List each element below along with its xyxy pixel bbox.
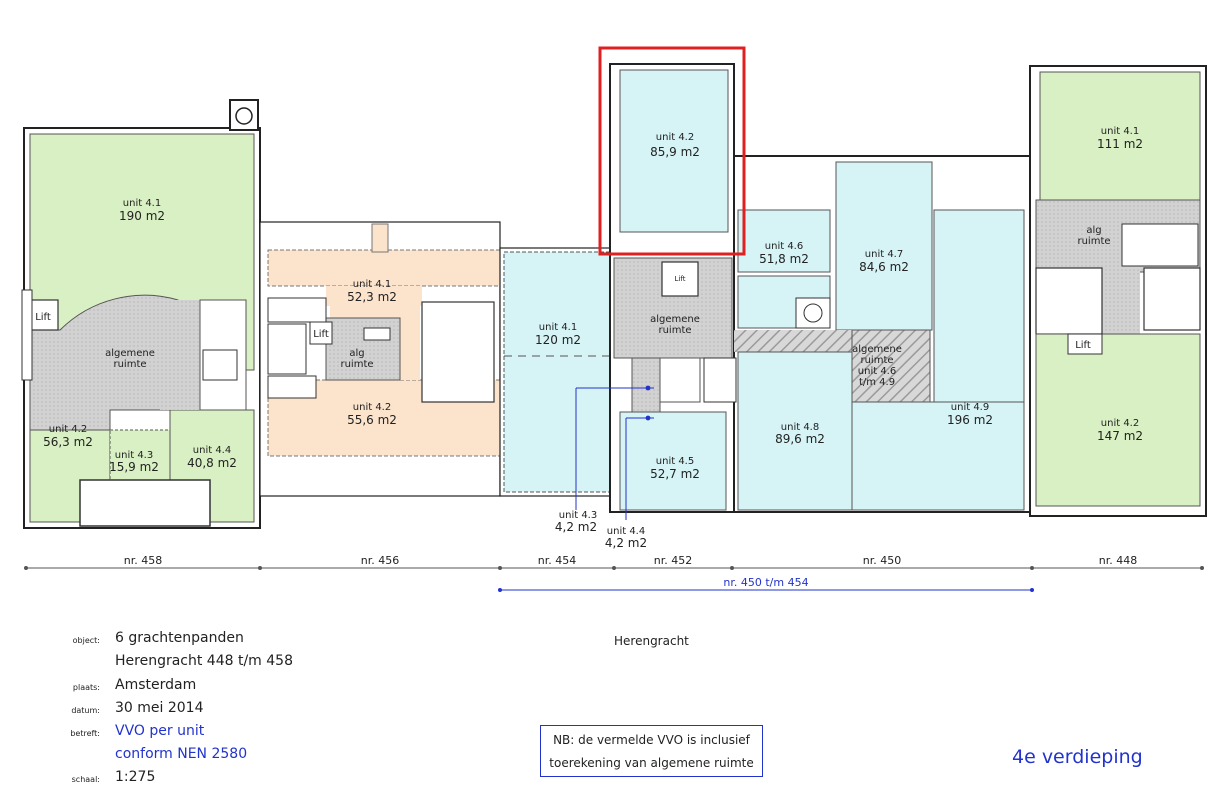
common-label-450-1: algemene — [852, 344, 902, 355]
unit-label-458-4: unit 4.4 — [193, 445, 231, 456]
datum-value: 30 mei 2014 — [115, 700, 204, 716]
datum-label: datum: — [71, 706, 100, 715]
note-line-2: toerekening van algemene ruimte — [549, 756, 754, 770]
unit-area-450-9: 196 m2 — [947, 413, 993, 427]
floor-label: 4e verdieping — [1012, 746, 1143, 768]
unit-area-458-2: 56,3 m2 — [43, 435, 93, 449]
unit-label-450-9: unit 4.9 — [951, 402, 989, 413]
object-line2: Herengracht 448 t/m 458 — [115, 653, 293, 669]
common-label-452: algemene — [650, 314, 700, 325]
schaal-label: schaal: — [71, 775, 100, 784]
unit-area-450-7: 84,6 m2 — [859, 260, 909, 274]
unit-area-458-3: 15,9 m2 — [109, 460, 159, 474]
building-448 — [1029, 65, 1207, 517]
unit-label-452-3: unit 4.3 — [559, 510, 597, 521]
address-454: nr. 454 — [538, 554, 576, 567]
unit-area-452-3: 4,2 m2 — [555, 520, 597, 534]
unit-area-450-8: 89,6 m2 — [775, 432, 825, 446]
unit-label-448-1: unit 4.1 — [1101, 126, 1139, 137]
address-448: nr. 448 — [1099, 554, 1137, 567]
common-label-448: alg — [1086, 225, 1101, 236]
lift-label-448: Lift — [1075, 340, 1091, 351]
unit-area-456-2: 55,6 m2 — [347, 413, 397, 427]
unit-label-454-1: unit 4.1 — [539, 322, 577, 333]
unit-label-456-1: unit 4.1 — [353, 279, 391, 290]
common-label-452-b: ruimte — [658, 325, 691, 336]
unit-label-450-8: unit 4.8 — [781, 422, 819, 433]
address-450: nr. 450 — [863, 554, 901, 567]
common-label-450-3: unit 4.6 — [858, 366, 896, 377]
unit-label-458-2: unit 4.2 — [49, 424, 87, 435]
object-label: object: — [72, 636, 100, 645]
building-456 — [259, 221, 501, 497]
building-450 — [703, 155, 1031, 513]
building-454 — [499, 247, 615, 497]
common-label-456-b: ruimte — [340, 359, 373, 370]
schaal-value: 1:275 — [115, 769, 156, 785]
unit-area-454-1: 120 m2 — [535, 333, 581, 347]
address-combined: nr. 450 t/m 454 — [723, 576, 808, 589]
lift-label-458: Lift — [35, 312, 51, 323]
common-label-448-b: ruimte — [1077, 236, 1110, 247]
common-label-450-2: ruimte — [860, 355, 893, 366]
unit-area-450-6: 51,8 m2 — [759, 252, 809, 266]
unit-area-456-1: 52,3 m2 — [347, 290, 397, 304]
lift-label-456: Lift — [313, 329, 329, 340]
common-label-450-4: t/m 4.9 — [859, 377, 895, 388]
unit-label-450-7: unit 4.7 — [865, 249, 903, 260]
address-458: nr. 458 — [124, 554, 162, 567]
unit-area-452-2: 85,9 m2 — [650, 145, 700, 159]
address-452: nr. 452 — [654, 554, 692, 567]
address-ruler — [24, 566, 1204, 592]
street-name: Herengracht — [614, 634, 689, 648]
plaats-value: Amsterdam — [115, 677, 197, 693]
highlight-box — [598, 46, 746, 256]
unit-area-448-2: 147 m2 — [1097, 429, 1143, 443]
betreft-line2: conform NEN 2580 — [115, 746, 248, 762]
betreft-line1: VVO per unit — [115, 723, 205, 739]
unit-area-452-5: 52,7 m2 — [650, 467, 700, 481]
common-label-458: algemene — [105, 348, 155, 359]
note-line-1: NB: de vermelde VVO is inclusief — [553, 733, 750, 747]
building-458 — [21, 99, 261, 529]
unit-area-448-1: 111 m2 — [1097, 137, 1143, 151]
address-456: nr. 456 — [361, 554, 399, 567]
building-452 — [575, 63, 735, 520]
unit-area-458-1: 190 m2 — [119, 209, 165, 223]
note-box: NB: de vermelde VVO is inclusief toereke… — [540, 725, 763, 777]
lift-label-452: Lift — [675, 275, 686, 283]
unit-label-450-6: unit 4.6 — [765, 241, 803, 252]
common-label-458-b: ruimte — [113, 359, 146, 370]
unit-label-452-4: unit 4.4 — [607, 526, 645, 537]
unit-label-456-2: unit 4.2 — [353, 402, 391, 413]
unit-label-458-3: unit 4.3 — [115, 450, 153, 461]
unit-label-452-2: unit 4.2 — [656, 132, 694, 143]
unit-label-452-5: unit 4.5 — [656, 456, 694, 467]
plaats-label: plaats: — [72, 683, 100, 692]
unit-area-452-4: 4,2 m2 — [605, 536, 647, 550]
unit-label-448-2: unit 4.2 — [1101, 418, 1139, 429]
object-line1: 6 grachtenpanden — [115, 630, 244, 646]
unit-label-458-1: unit 4.1 — [123, 198, 161, 209]
unit-area-458-4: 40,8 m2 — [187, 456, 237, 470]
betreft-label: betreft: — [70, 729, 100, 738]
common-label-456: alg — [349, 348, 364, 359]
